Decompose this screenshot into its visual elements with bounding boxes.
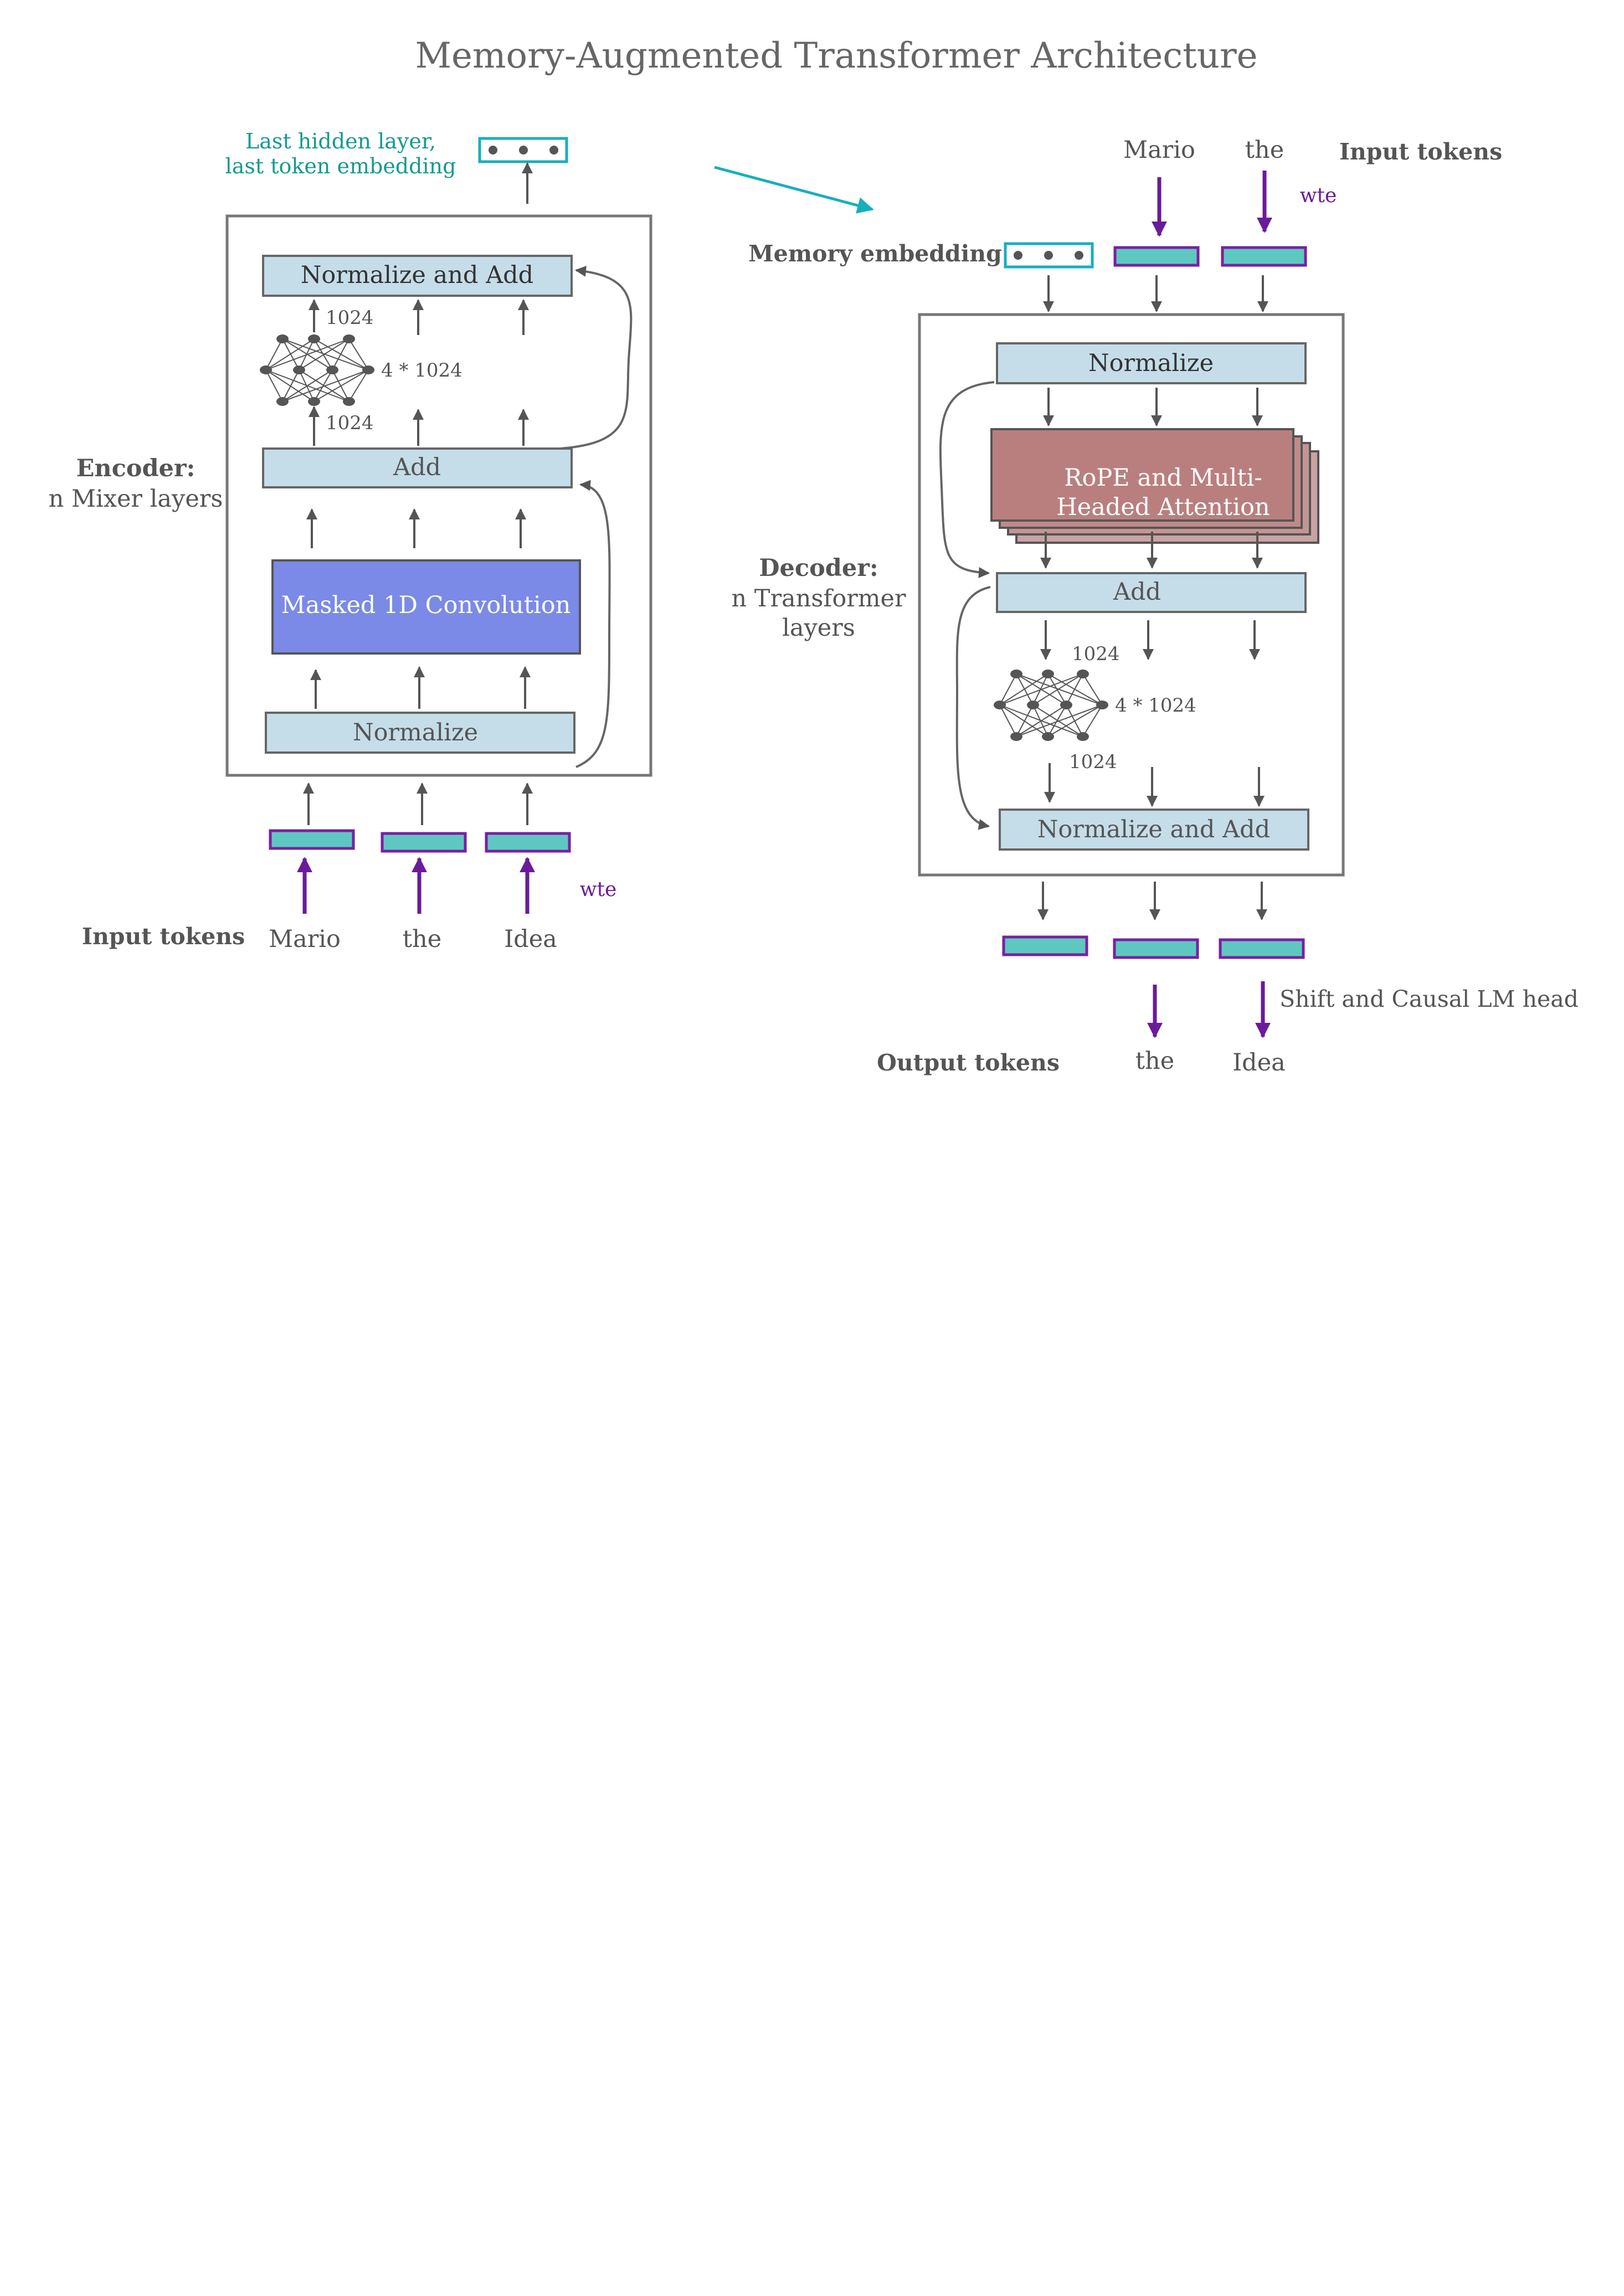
decoder-mlp-in-label: 1024 <box>1072 643 1120 665</box>
encoder-normalize-box <box>265 712 575 754</box>
decoder-add-label: Add <box>1113 578 1161 606</box>
diagram-title: Memory-Augmented Transformer Architectur… <box>415 35 1257 76</box>
encoder-mlp-in-label: 1024 <box>326 412 374 434</box>
encoder: Encoder: n Mixer layers Last hidden laye… <box>49 129 652 953</box>
encoder-conv-box <box>271 559 581 655</box>
encoder-mlp-network-icon <box>260 334 374 406</box>
decoder-mlp-network-icon <box>994 670 1108 741</box>
encoder-input-token: Mario <box>269 925 341 953</box>
encoder-add-box <box>262 447 573 488</box>
encoder-mlp-hidden-label: 4 * 1024 <box>381 359 462 382</box>
decoder-input-token: the <box>1245 136 1284 164</box>
decoder-normalize-add-box <box>999 809 1309 851</box>
decoder-wte-label: wte <box>1300 184 1337 207</box>
encoder-residual-arrow-top <box>559 265 633 450</box>
encoder-mlp-out-label: 1024 <box>326 307 374 329</box>
decoder-mlp-hidden-label: 4 * 1024 <box>1115 694 1196 717</box>
encoder-label-bold: Encoder: <box>76 455 196 482</box>
decoder-attention-label-1: RoPE and Multi- <box>1064 464 1262 492</box>
decoder-mlp-out-label: 1024 <box>1069 751 1117 773</box>
decoder-output-embedding <box>1113 938 1199 959</box>
decoder-attention-label-2: Headed Attention <box>1056 493 1270 521</box>
encoder-residual-arrow-bottom <box>575 480 611 768</box>
decoder-lm-head-label: Shift and Causal LM head <box>1279 986 1579 1012</box>
encoder-output-embedding <box>478 137 568 163</box>
decoder-normalize-add-label: Normalize and Add <box>1037 816 1270 843</box>
memory-transfer-arrow <box>714 166 874 214</box>
decoder-label-line1: n Transformer <box>731 585 906 612</box>
decoder-output-token: Idea <box>1232 1049 1286 1077</box>
decoder-input-token: Mario <box>1123 136 1195 164</box>
encoder-normalize-label: Normalize <box>353 719 478 747</box>
encoder-conv-label: Masked 1D Convolution <box>281 591 571 619</box>
decoder-residual-arrow-1 <box>939 381 995 578</box>
decoder-token-embedding <box>1113 246 1200 267</box>
decoder-residual-arrow-2 <box>955 586 991 830</box>
encoder-input-token: the <box>403 925 441 953</box>
decoder-memory-label: Memory embedding <box>748 240 1002 267</box>
decoder-output-token: the <box>1135 1047 1174 1075</box>
decoder-output-embedding <box>1002 935 1088 956</box>
decoder-frame <box>918 313 1345 877</box>
encoder-output-label-1: Last hidden layer, <box>245 129 436 153</box>
decoder-input-tokens-label: Input tokens <box>1339 138 1502 165</box>
decoder-token-embedding <box>1221 246 1307 267</box>
encoder-wte-label: wte <box>580 878 617 901</box>
decoder: Mario the Input tokens wte Memory embedd… <box>731 136 1579 1077</box>
encoder-input-token: Idea <box>504 925 557 953</box>
decoder-label-line2: layers <box>782 614 855 642</box>
decoder-output-embedding <box>1219 938 1305 959</box>
encoder-normalize-add-label: Normalize and Add <box>301 261 533 289</box>
decoder-add-box <box>996 572 1307 613</box>
encoder-input-tokens-label: Input tokens <box>82 923 245 950</box>
encoder-token-embedding <box>269 829 355 850</box>
encoder-token-embedding <box>485 832 571 853</box>
encoder-normalize-add-box <box>262 255 573 297</box>
decoder-output-tokens-label: Output tokens <box>877 1049 1060 1076</box>
encoder-add-label: Add <box>393 454 441 481</box>
encoder-label: n Mixer layers <box>49 485 223 513</box>
encoder-frame <box>225 214 652 777</box>
decoder-normalize-box <box>996 342 1307 384</box>
decoder-label-bold: Decoder: <box>759 554 878 582</box>
decoder-normalize-label: Normalize <box>1088 349 1214 377</box>
decoder-memory-embedding <box>1004 242 1094 269</box>
encoder-output-label-2: last token embedding <box>225 154 456 178</box>
encoder-token-embedding <box>381 832 467 853</box>
decoder-attention-stack <box>990 428 1319 544</box>
